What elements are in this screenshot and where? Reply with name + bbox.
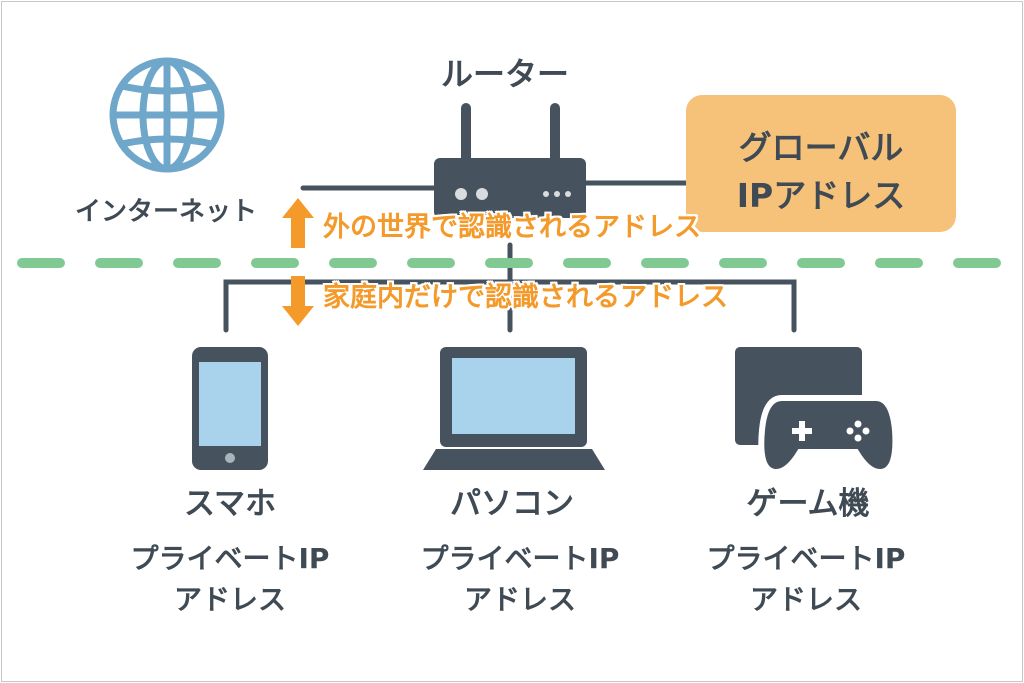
device-name: パソコン <box>450 486 574 522</box>
arrow-up-icon <box>282 198 314 248</box>
device-ip-line1: プライベートIP <box>420 542 620 575</box>
device-ip-line1: プライベートIP <box>130 542 330 575</box>
global-ip-line1: グローバル <box>738 128 904 167</box>
globe-icon <box>109 57 225 173</box>
device-name: ゲーム機 <box>746 486 870 522</box>
device-ip-line1: プライベートIP <box>706 542 906 575</box>
game-console-icon <box>735 347 899 476</box>
global-ip-box: グローバル IPアドレス <box>686 95 956 232</box>
smartphone-icon <box>192 347 268 470</box>
arrow-down-icon <box>282 276 314 326</box>
device-name: スマホ <box>183 486 277 522</box>
device-ip-line2: アドレス <box>173 583 286 616</box>
device-ip-line2: アドレス <box>463 583 576 616</box>
laptop-icon <box>423 347 605 470</box>
global-ip-line2: IPアドレス <box>736 176 906 215</box>
outside-note: 外の世界で認識されるアドレス <box>323 212 701 243</box>
router-icon <box>434 103 586 218</box>
router-label: ルーター <box>440 55 569 93</box>
inside-note: 家庭内だけで認識されるアドレス <box>323 282 728 313</box>
internet-label: インターネット <box>74 197 257 227</box>
device-ip-line2: アドレス <box>749 583 862 616</box>
